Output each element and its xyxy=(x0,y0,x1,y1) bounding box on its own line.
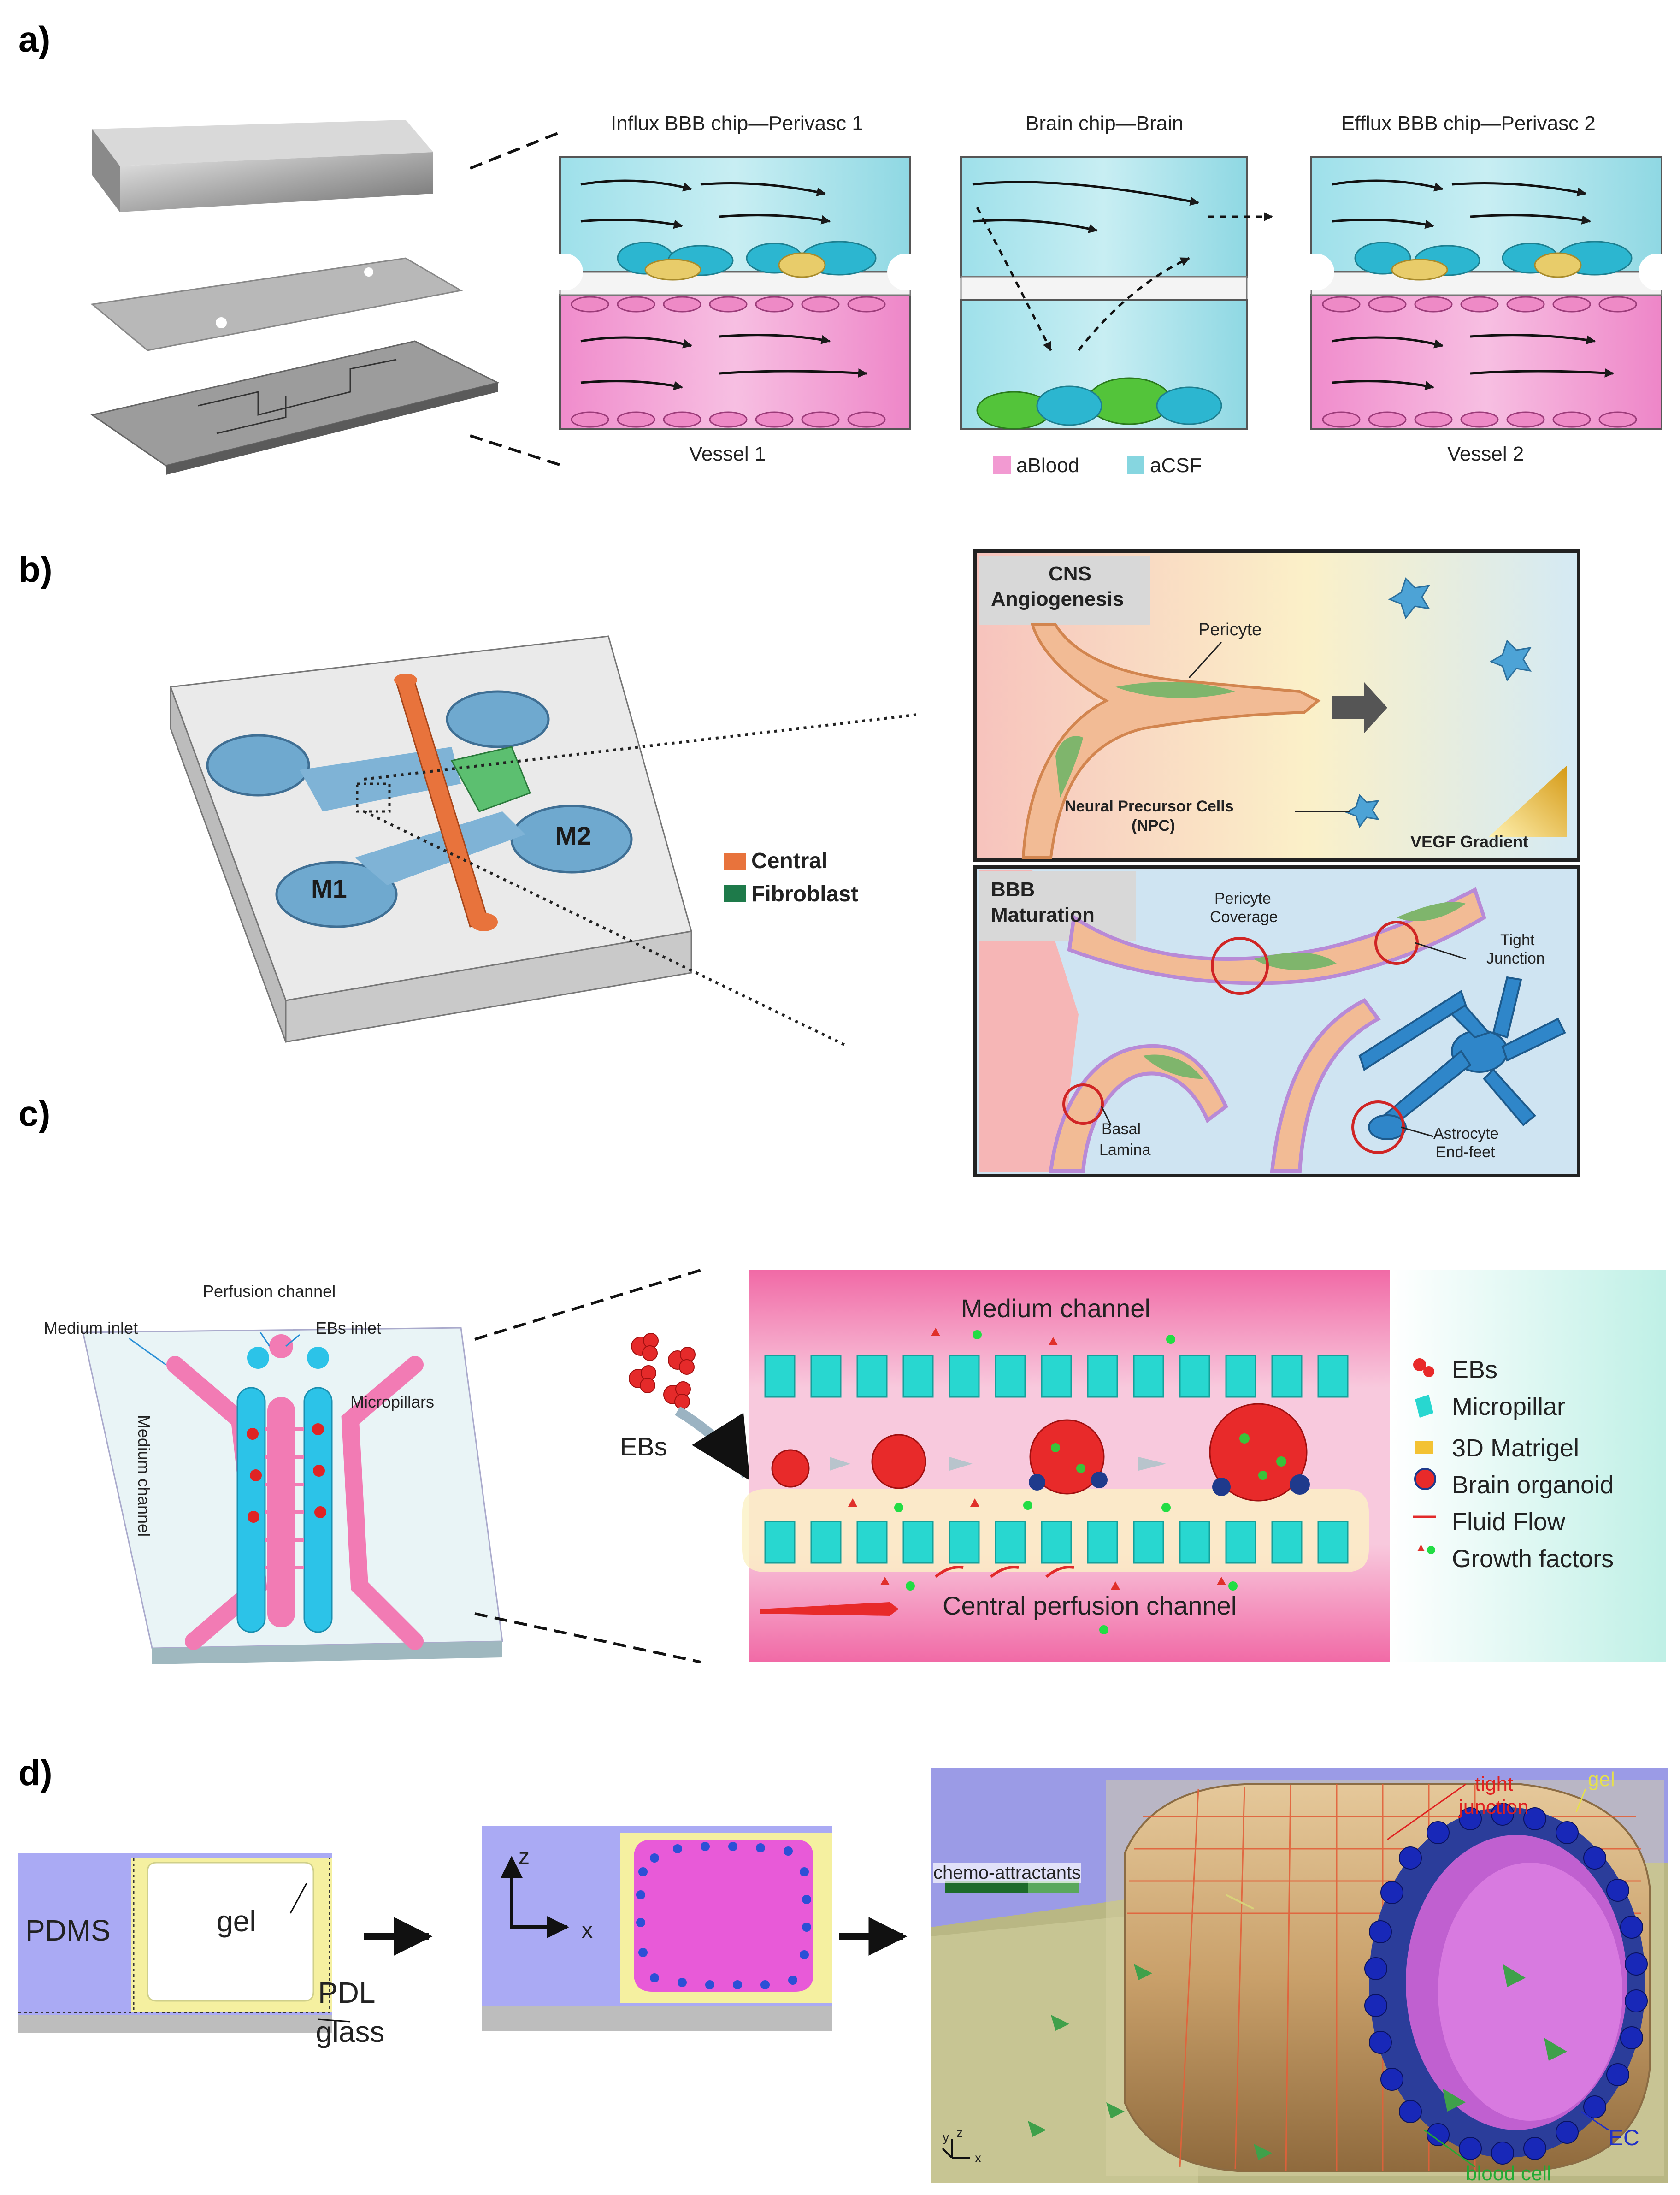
panel-d-cross-section-1 xyxy=(18,1853,351,2033)
panel-b-cns-angiogenesis-box xyxy=(973,549,1580,862)
panel-c-label: c) xyxy=(18,1093,51,1134)
chip-label-medium-inlet: Medium inlet xyxy=(44,1319,138,1337)
medium-channel-label: Medium channel xyxy=(961,1294,1150,1323)
astrocyte-endfeet-line2: End-feet xyxy=(1436,1143,1495,1161)
chip-label-micropillars: Micropillars xyxy=(350,1392,435,1411)
ebs-label: EBs xyxy=(620,1432,667,1461)
small-axis-z: z xyxy=(956,2125,963,2140)
legend-swatch-ablood xyxy=(993,456,1011,474)
panel-b-bbb-maturation-box xyxy=(973,865,1580,1177)
panel-c-legend-icons xyxy=(1413,1358,1436,1554)
small-axis-x: x xyxy=(975,2151,981,2165)
blood-cell-label: blood cell xyxy=(1466,2162,1551,2185)
astrocyte-endfeet-line1: Astrocyte xyxy=(1433,1125,1499,1142)
axis-z-label: z xyxy=(519,1845,530,1869)
legend-label-fluid-flow: Fluid Flow xyxy=(1452,1508,1566,1536)
axis-x-label: x xyxy=(582,1918,593,1943)
panel-d-cross-section-2 xyxy=(482,1826,832,2031)
panel-a-title-brain: Brain chip—Brain xyxy=(1026,112,1184,135)
basal-lamina-line2: Lamina xyxy=(1099,1141,1151,1159)
panel-c-ebs-cluster xyxy=(629,1333,696,1409)
glass-label: glass xyxy=(316,2015,385,2048)
legend-swatch-fibroblast xyxy=(724,885,746,902)
panel-a-exploded-chip xyxy=(90,120,500,475)
legend-swatch-acsf xyxy=(1127,456,1144,474)
tight-junction-line1: Tight xyxy=(1500,931,1535,949)
legend-label-matrigel: 3D Matrigel xyxy=(1452,1434,1580,1462)
bbb-title-line1: BBB xyxy=(991,878,1035,901)
chip-label-ebs-inlet: EBs inlet xyxy=(316,1319,382,1337)
legend-label-ebs: EBs xyxy=(1452,1356,1498,1384)
panel-b-chip xyxy=(169,635,692,1043)
legend-label-acsf: aCSF xyxy=(1150,454,1202,477)
panel-a-label: a) xyxy=(18,19,51,59)
chip-label-perfusion: Perfusion channel xyxy=(203,1282,336,1301)
npc-label-line2: (NPC) xyxy=(1132,817,1175,834)
legend-label-fibroblast: Fibroblast xyxy=(751,882,859,906)
pericyte-coverage-line2: Coverage xyxy=(1210,908,1278,926)
panel-a-title-influx: Influx BBB chip—Perivasc 1 xyxy=(611,112,863,135)
chemo-attractants-label: chemo-attractants xyxy=(933,1863,1081,1883)
tight-junction-3d-line2: junction xyxy=(1459,1796,1529,1818)
vegf-gradient-label: VEGF Gradient xyxy=(1410,832,1529,851)
legend-label-ablood: aBlood xyxy=(1016,454,1080,477)
chip-label-m1: M1 xyxy=(311,874,347,903)
panel-a-vessel-2: Vessel 2 xyxy=(1447,443,1524,465)
basal-lamina-line1: Basal xyxy=(1102,1120,1141,1138)
pericyte-coverage-line1: Pericyte xyxy=(1214,890,1271,907)
legend-swatch-central xyxy=(724,853,746,870)
legend-label-micropillar: Micropillar xyxy=(1452,1393,1566,1420)
panel-a-brain-chip xyxy=(960,156,1273,430)
chip-label-medium-channel: Medium channel xyxy=(135,1414,154,1537)
gel-3d-label: gel xyxy=(1588,1768,1615,1791)
panel-d-label: d) xyxy=(18,1752,53,1793)
panel-a-efflux-chip xyxy=(1297,156,1675,430)
panel-d-3d-vessel xyxy=(931,1768,1668,2183)
pdms-label: PDMS xyxy=(25,1914,111,1947)
panel-c-channel-box xyxy=(742,1270,1666,1662)
cns-title-line1: CNS xyxy=(1049,562,1091,585)
panel-a-vessel-1: Vessel 1 xyxy=(689,443,766,465)
ec-label: EC xyxy=(1609,2126,1639,2150)
legend-label-central: Central xyxy=(751,849,828,873)
panel-b-label: b) xyxy=(18,549,53,590)
tight-junction-3d-line1: tight xyxy=(1475,1773,1514,1795)
tight-junction-line2: Junction xyxy=(1486,950,1545,967)
npc-label-line1: Neural Precursor Cells xyxy=(1065,798,1234,815)
panel-a-influx-chip xyxy=(546,156,924,430)
panel-a-title-efflux: Efflux BBB chip—Perivasc 2 xyxy=(1341,112,1596,135)
cns-title-line2: Angiogenesis xyxy=(991,588,1124,610)
legend-label-organoid: Brain organoid xyxy=(1452,1471,1614,1499)
panel-c-chip xyxy=(82,1327,503,1664)
pericyte-label: Pericyte xyxy=(1198,620,1262,639)
gel-label: gel xyxy=(217,1905,256,1938)
legend-label-growth-factors: Growth factors xyxy=(1452,1545,1614,1573)
chip-label-m2: M2 xyxy=(555,821,591,850)
central-perfusion-label: Central perfusion channel xyxy=(943,1591,1237,1620)
bbb-title-line2: Maturation xyxy=(991,904,1095,926)
small-axis-y: y xyxy=(943,2130,949,2144)
pdl-label: PDL xyxy=(318,1976,376,2009)
